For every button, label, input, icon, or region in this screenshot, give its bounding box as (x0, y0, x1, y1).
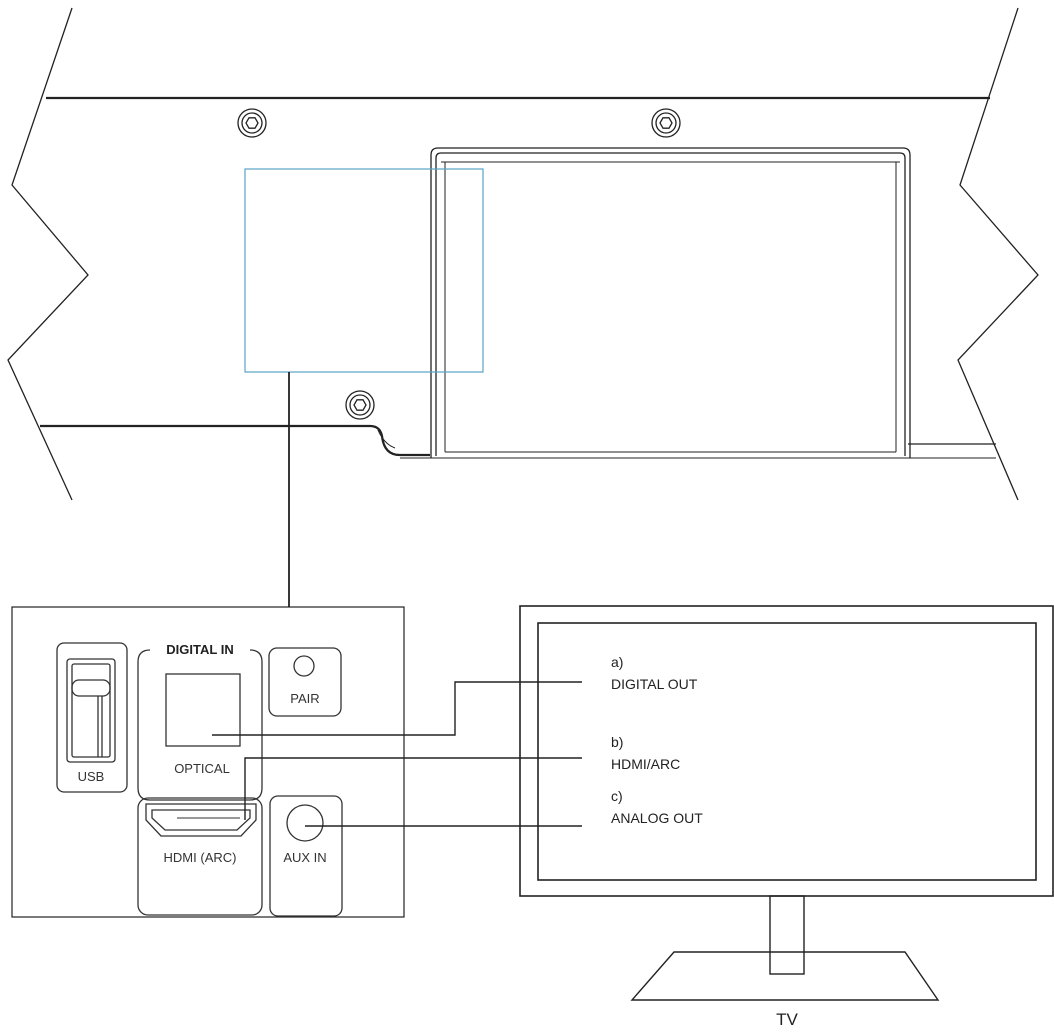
connector-highlight-area (244, 168, 484, 373)
soundbar-right-break (957, 7, 1039, 501)
screw-icon (345, 390, 375, 420)
tv-label: TV (776, 1010, 798, 1029)
tv-connection-b-letter: b) (611, 734, 623, 750)
usb-label: USB (78, 769, 105, 784)
connection-line-digital (212, 681, 582, 736)
hdmi-label: HDMI (ARC) (164, 850, 237, 865)
tv (519, 605, 1054, 1001)
tv-connection-b-name: HDMI/ARC (611, 756, 680, 772)
connection-lines (212, 681, 582, 827)
aux-in-port (269, 795, 343, 917)
pair-label: PAIR (290, 691, 319, 706)
digital-in-label: DIGITAL IN (166, 642, 233, 657)
tv-stand-base (630, 951, 940, 1001)
tv-stand-neck (769, 895, 805, 975)
screw-icon (237, 108, 267, 138)
tv-connection-a-name: DIGITAL OUT (611, 676, 698, 692)
tv-screen (537, 622, 1037, 881)
connection-line-hdmi (244, 757, 582, 820)
connector-panel: USB DIGITAL IN OPTICAL PAIR HDMI (ARC) A… (11, 606, 405, 918)
optical-port (165, 673, 241, 747)
screw-icon (651, 108, 681, 138)
optical-label: OPTICAL (174, 761, 230, 776)
connector-panel-frame (11, 606, 405, 918)
usb-port (56, 642, 128, 793)
pair-button-circle (293, 655, 315, 677)
tv-bezel (519, 605, 1054, 897)
aux-jack (286, 804, 324, 842)
tv-connection-a-letter: a) (611, 654, 623, 670)
digital-in-bracket (137, 649, 263, 801)
soundbar-rear-view (7, 7, 1039, 607)
aux-in-label: AUX IN (283, 850, 326, 865)
soundbar-left-break (7, 7, 89, 501)
tv-connection-c-letter: c) (611, 788, 623, 804)
soundbar-bottom-edge (40, 424, 430, 457)
pair-button (268, 647, 342, 717)
rear-compartment (430, 147, 911, 458)
hdmi-arc-port (137, 797, 263, 916)
tv-connection-c-name: ANALOG OUT (611, 810, 703, 826)
